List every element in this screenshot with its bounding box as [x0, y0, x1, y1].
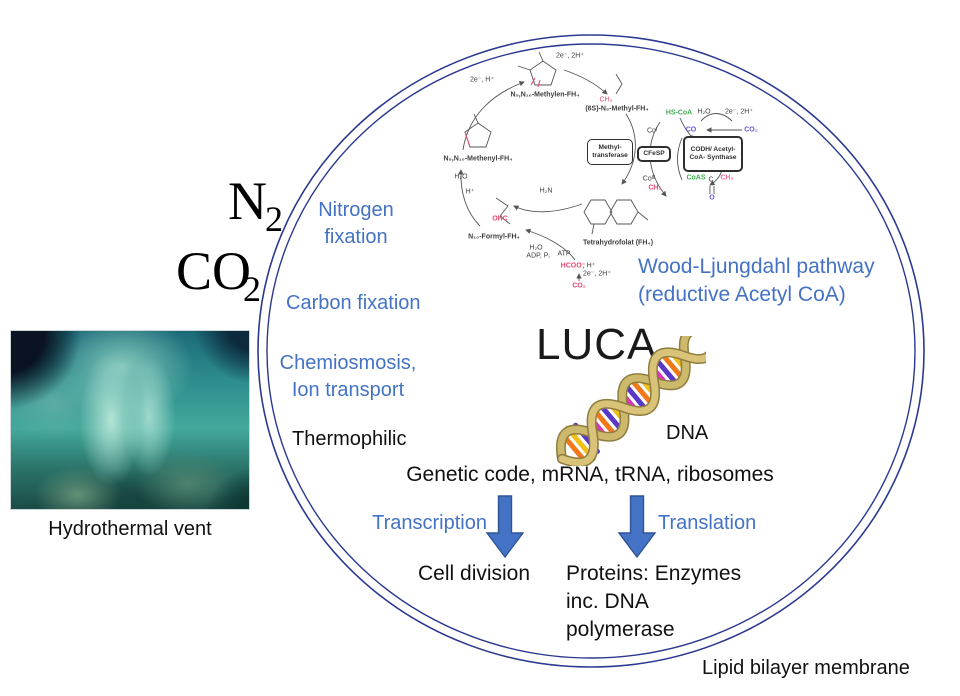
pathway-label: HCOO⁻: [560, 262, 586, 270]
pathway-label: CO: [685, 126, 697, 134]
pathway-label: 2e⁻, 2H⁺: [555, 52, 585, 60]
thermophilic-label: Thermophilic: [292, 428, 407, 450]
lipid-bilayer-label: Lipid bilayer membrane: [702, 657, 910, 679]
pathway-label: ATP: [557, 250, 571, 258]
transcription-label: Transcription: [372, 512, 487, 534]
pathway-label: Coᴵ: [646, 127, 658, 135]
pathway-label: CH₃: [720, 174, 734, 182]
chemiosmosis-label: Chemiosmosis, Ion transport: [279, 352, 417, 401]
pathway-label: Coᴵᴵᴵ: [642, 175, 656, 183]
pathway-label: H₂O: [529, 244, 543, 252]
pathway-label: OHC: [492, 215, 508, 223]
pathway-label: CO₂: [744, 126, 758, 134]
process-arrows: [485, 495, 657, 559]
pathway-label: H₂N: [539, 187, 553, 195]
luca-title: LUCA: [536, 320, 658, 369]
codh-synthase-box: CODH/ Acetyl-CoA- Synthase: [683, 136, 743, 172]
co2-base: CO: [176, 241, 252, 301]
methylene-ring: [529, 60, 557, 86]
wood-ljungdahl-diagram: 2e⁻, H⁺ N₅,N₁₀-Methylen-FH₄ 2e⁻, 2H⁺ (6S…: [430, 48, 840, 306]
methenyl-ring: [464, 122, 492, 148]
co2-subscript: 2: [243, 269, 262, 309]
pathway-label: CH₃: [648, 184, 662, 192]
vent-caption: Hydrothermal vent: [48, 518, 212, 540]
pathway-label: N₅,N₁₀-Methylen-FH₄: [510, 91, 580, 99]
methyltransferase-box: Methyl- transferase: [587, 139, 633, 165]
pathway-label: 2e⁻, 2H⁺: [582, 270, 612, 278]
pathway-label: CO₂: [572, 282, 586, 290]
co2-molecule-label: CO2: [176, 244, 262, 314]
transcription-arrow: [485, 495, 525, 559]
n2-base: N: [228, 171, 267, 231]
nitrogen-fixation-label: Nitrogen fixation: [318, 199, 394, 248]
pathway-label: N₁₀-Formyl-FH₄: [468, 233, 520, 241]
cell-division-label: Cell division: [418, 562, 531, 585]
pathway-label: CH₃: [599, 96, 613, 104]
thf-ring-2: [609, 199, 639, 225]
n2-subscript: 2: [265, 199, 283, 239]
translation-label: Translation: [658, 512, 757, 534]
pathway-structures-and-arrows: [458, 51, 742, 281]
pathway-label: 2e⁻, 2H⁺: [724, 108, 754, 116]
pathway-label: ADP, Pᵢ: [526, 252, 550, 260]
pathway-label: 2e⁻, H⁺: [469, 76, 495, 84]
membrane-outer-circle: [257, 34, 925, 668]
pathway-label: H₂O: [454, 173, 468, 181]
pathway-label: N₅,N₁₀-Methenyl-FH₄: [443, 155, 513, 163]
thf-ring-1: [583, 199, 613, 225]
pathway-label: H₂O: [697, 108, 711, 116]
n2-molecule-label: N2: [228, 174, 283, 244]
cfesp-box: CFeSP: [637, 146, 671, 162]
hydrothermal-vent-photo: [10, 330, 250, 510]
pathway-label: O: [709, 194, 715, 202]
dna-helix-graphic: [556, 336, 706, 466]
pathway-label: C: [708, 176, 714, 184]
pathway-label: CoAS: [686, 174, 706, 182]
pathway-label: , H⁺: [582, 262, 596, 270]
pathway-label: (6S)-N₅-Methyl-FH₄: [585, 105, 649, 113]
carbon-fixation-label: Carbon fixation: [286, 292, 421, 314]
pathway-label: Tetrahydrofolat (FH₄): [582, 239, 654, 247]
genetic-code-label: Genetic code, mRNA, tRNA, ribosomes: [406, 463, 774, 486]
pathway-label: HS-CoA: [665, 109, 693, 117]
wood-ljungdahl-title: Wood-Ljungdahl pathway (reductive Acetyl…: [638, 255, 875, 306]
membrane-inner-circle: [266, 43, 916, 659]
pathway-label: H⁺: [465, 188, 475, 196]
proteins-label: Proteins: Enzymes inc. DNA polymerase: [566, 562, 742, 641]
dna-label: DNA: [666, 422, 709, 444]
translation-arrow: [617, 495, 657, 559]
